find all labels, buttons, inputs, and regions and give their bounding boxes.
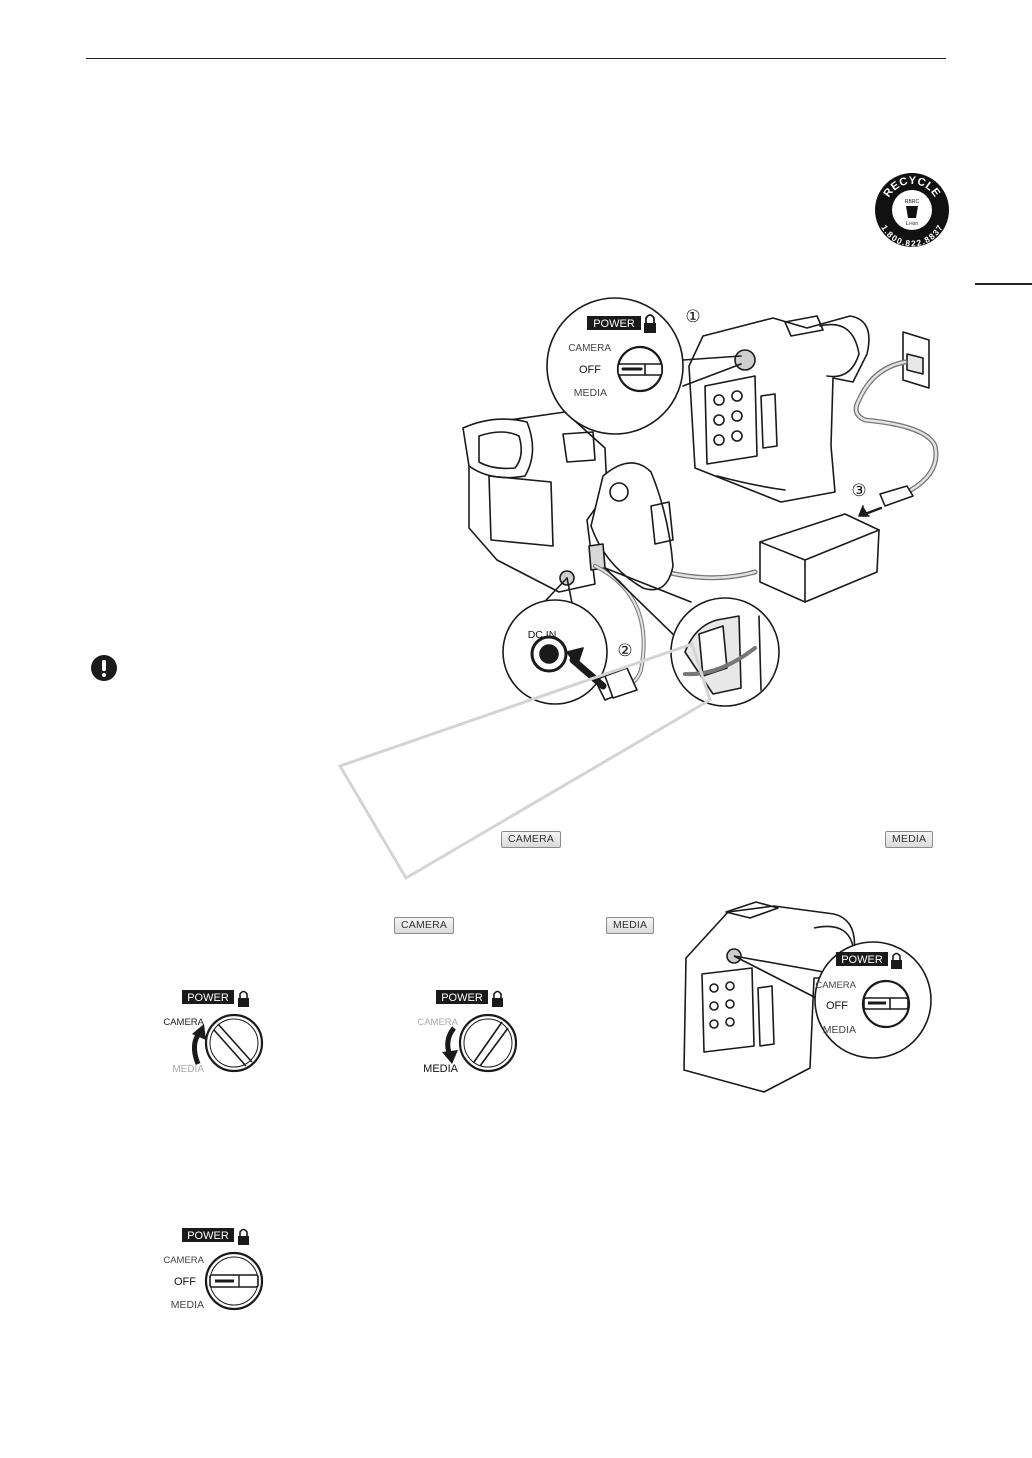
power-dial-off: POWER CAMERA OFF MEDIA	[163, 1228, 264, 1311]
power-dial-media: POWER CAMERA MEDIA	[417, 990, 518, 1075]
chapter-edge-tab	[975, 283, 1032, 285]
power-dial-camera: POWER CAMERA MEDIA	[163, 990, 264, 1075]
dial-off-media-label: MEDIA	[171, 1299, 204, 1311]
cam2-media-label: MEDIA	[823, 1024, 856, 1036]
illus-off-label: OFF	[579, 364, 601, 376]
dial-media-media-label: MEDIA	[423, 1063, 459, 1075]
header-rule	[86, 58, 946, 59]
illus-media-label: MEDIA	[574, 387, 607, 399]
recycle-chem-text: Li-ion	[906, 221, 918, 227]
cam2-off-label: OFF	[826, 1000, 848, 1012]
dial-media-lock-icon	[492, 990, 503, 1007]
recycle-seal-text: RBRC	[905, 199, 920, 205]
dial-off-lock-icon	[238, 1228, 249, 1245]
dial-camera-lock-icon	[238, 990, 249, 1007]
illus-camera-label: CAMERA	[568, 343, 611, 354]
camera-power-off-illustration: POWER CAMERA OFF MEDIA	[683, 901, 932, 1093]
illus-power-label: POWER	[593, 318, 635, 330]
recycle-rbrc-logo: RECYCLE 1.800.822.8837 RBRC Li-ion	[875, 173, 949, 248]
dial-camera-media-label: MEDIA	[172, 1064, 204, 1075]
cam2-lock-icon	[891, 952, 902, 969]
dc-in-label: DC IN	[528, 629, 557, 641]
dial-media-power-label: POWER	[441, 992, 483, 1004]
cam2-camera-label: CAMERA	[815, 980, 856, 991]
copy-watermark	[337, 642, 712, 881]
illus-lock-icon	[644, 314, 656, 333]
power-connection-illustration: POWER CAMERA OFF MEDIA ① ② ③ DC IN	[462, 297, 939, 707]
curved-arrow-up-icon	[192, 1024, 206, 1065]
camera-mode-badge-2: CAMERA	[394, 917, 455, 934]
dial-camera-camera-label: CAMERA	[163, 1017, 204, 1028]
media-mode-badge: MEDIA	[885, 831, 934, 848]
camera-mode-badge: CAMERA	[501, 831, 562, 848]
dial-media-camera-label: CAMERA	[417, 1017, 458, 1028]
dial-off-off-label: OFF	[174, 1276, 196, 1288]
curved-arrow-down-icon	[442, 1026, 458, 1064]
dial-camera-power-label: POWER	[187, 992, 229, 1004]
cam2-power-label: POWER	[841, 954, 883, 966]
step-3-marker: ③	[851, 481, 866, 500]
step-1-marker: ①	[685, 307, 700, 326]
dial-off-power-label: POWER	[187, 1230, 229, 1242]
media-mode-badge-2: MEDIA	[606, 917, 655, 934]
dial-off-camera-label: CAMERA	[163, 1255, 204, 1266]
step-2-marker: ②	[617, 641, 632, 660]
exclamation-circle-icon	[91, 655, 117, 681]
